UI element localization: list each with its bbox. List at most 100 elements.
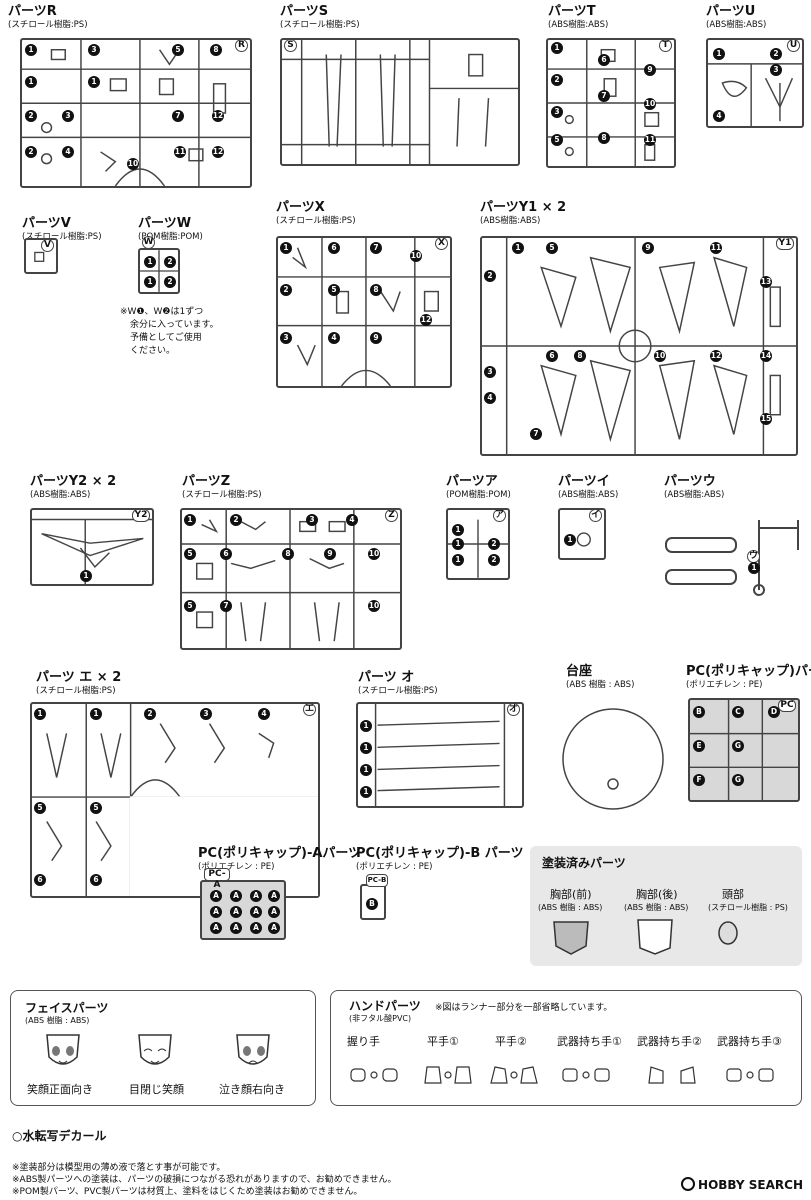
a-num: 1 — [452, 538, 464, 550]
a-num: 2 — [488, 538, 500, 550]
pca-letter: A — [250, 922, 262, 934]
pca-letter: A — [230, 906, 242, 918]
runner-pc-drawing — [690, 700, 798, 800]
r-num: 10 — [127, 158, 139, 170]
part-w-note-line: ください。 — [130, 346, 176, 356]
r-num: 8 — [210, 44, 222, 56]
painted-item-label: 胸部(後) — [636, 888, 678, 901]
part-e-title: パーツ エ × 2 — [36, 670, 122, 685]
runner-w-id: W — [142, 236, 155, 249]
pc-letter: E — [693, 740, 705, 752]
hand-icon — [424, 1066, 472, 1084]
r-num: 11 — [174, 146, 186, 158]
x-num: 7 — [370, 242, 382, 254]
part-a-section: パーツア (POM樹脂:POM) — [446, 474, 511, 501]
runner-r-drawing — [22, 40, 250, 186]
part-v-title: パーツV — [22, 216, 71, 231]
runner-s-id: S — [284, 39, 297, 52]
pcb-title: PC(ポリキャップ)-B パーツ — [356, 846, 524, 861]
part-y2-title: パーツY2 × 2 — [30, 474, 117, 489]
face-parts-box: フェイスパーツ (ABS 樹脂 : ABS) 笑顔正面向き 目閉じ笑顔 泣き顔右… — [10, 990, 316, 1106]
runner-e-id: エ — [303, 703, 316, 716]
t-num: 7 — [598, 90, 610, 102]
r-num: 3 — [62, 110, 74, 122]
part-s-title: パーツS — [280, 4, 329, 19]
hand-icon — [490, 1066, 538, 1084]
r-num: 12 — [212, 146, 224, 158]
pc-title: PC(ポリキャップ)パーツ — [686, 664, 811, 679]
painted-item-label: 胸部(前) — [550, 888, 592, 901]
pc-letter: G — [732, 740, 744, 752]
pca-section: PC(ポリキャップ)-Aパーツ (ポリエチレン : PE) — [198, 846, 361, 873]
r-num: 4 — [62, 146, 74, 158]
pc-letter: G — [732, 774, 744, 786]
runner-t: T 1 6 2 9 3 7 10 5 8 11 — [546, 38, 676, 168]
y1-num: 14 — [760, 350, 772, 362]
face-parts-material: (ABS 樹脂 : ABS) — [25, 1016, 90, 1025]
part-v-section: パーツV (スチロール樹脂:PS) — [22, 216, 102, 243]
t-num: 2 — [551, 74, 563, 86]
footnote: ※塗装部分は模型用の薄め液で落とす事が可能です。 — [12, 1163, 226, 1173]
face-label: 目閉じ笑顔 — [129, 1083, 184, 1096]
runner-u2-id: ウ — [747, 550, 760, 563]
part-r-section: パーツR (スチロール樹脂:PS) — [8, 4, 88, 31]
painted-item-label: 頭部 — [722, 888, 744, 901]
runner-y2: Y2 1 — [30, 508, 154, 586]
hobby-search-logo: HOBBY SEARCH — [681, 1177, 803, 1192]
part-x-title: パーツX — [276, 200, 325, 215]
r-num: 1 — [25, 44, 37, 56]
x-num: 2 — [280, 284, 292, 296]
pc-material: (ポリエチレン : PE) — [686, 680, 763, 690]
pca-letter: A — [230, 922, 242, 934]
part-z-material: (スチロール樹脂:PS) — [182, 490, 262, 500]
runner-y1: Y1 1 5 9 11 2 13 6 8 10 12 14 3 4 15 7 — [480, 236, 798, 456]
runner-w: W 1 2 1 2 — [138, 236, 180, 294]
chest-back-shape — [637, 919, 673, 955]
hand-parts-title: ハンドパーツ — [349, 999, 421, 1013]
e-num: 1 — [90, 708, 102, 720]
face-parts-title: フェイスパーツ — [25, 1001, 109, 1015]
runner-s-drawing — [282, 40, 518, 164]
z-num: 4 — [346, 514, 358, 526]
decal-label: ○水転写デカール — [12, 1129, 107, 1143]
pc-section: PC(ポリキャップ)パーツ (ポリエチレン : PE) — [686, 664, 811, 691]
e-num: 2 — [144, 708, 156, 720]
y1-num: 4 — [484, 392, 496, 404]
part-w-note-line: 予備としてご使用 — [130, 333, 202, 343]
y1-num: 9 — [642, 242, 654, 254]
part-o-section: パーツ オ (スチロール樹脂:PS) — [358, 670, 438, 697]
y1-num: 7 — [530, 428, 542, 440]
t-num: 3 — [551, 106, 563, 118]
z-num: 10 — [368, 600, 380, 612]
part-y1-section: パーツY1 × 2 (ABS樹脂:ABS) — [480, 200, 566, 227]
part-w-material: (POM樹脂:POM) — [138, 232, 203, 242]
z-num: 3 — [306, 514, 318, 526]
part-w-note-line: ※W❶、W❷は1ずつ — [120, 307, 204, 317]
x-num: 6 — [328, 242, 340, 254]
hand-label: 武器持ち手① — [557, 1035, 622, 1048]
runner-x-id: X — [435, 237, 448, 250]
hand-label: 平手② — [495, 1035, 527, 1048]
u2-num: 1 — [748, 562, 760, 574]
y1-num: 11 — [710, 242, 722, 254]
footnote: ※ABS製パーツへの塗装は、パーツの破損につながる恐れがありますので、お勧めでき… — [12, 1175, 397, 1185]
y1-num: 6 — [546, 350, 558, 362]
runner-t-id: T — [659, 39, 672, 52]
runner-v-drawing — [34, 251, 45, 262]
w-num: 2 — [164, 256, 176, 268]
a-num: 1 — [452, 554, 464, 566]
o-num: 1 — [360, 764, 372, 776]
base-section: 台座 (ABS 樹脂 : ABS) — [566, 664, 634, 691]
part-e-section: パーツ エ × 2 (スチロール樹脂:PS) — [36, 670, 121, 697]
y1-num: 13 — [760, 276, 772, 288]
runner-y2-id: Y2 — [132, 509, 150, 522]
part-e-material: (スチロール樹脂:PS) — [36, 686, 116, 696]
pca-letter: A — [250, 890, 262, 902]
x-num: 12 — [420, 314, 432, 326]
hand-label: 武器持ち手② — [637, 1035, 702, 1048]
pca-material: (ポリエチレン : PE) — [198, 862, 275, 872]
part-y1-title: パーツY1 × 2 — [480, 200, 567, 215]
a-num: 2 — [488, 554, 500, 566]
pca-letter: A — [210, 906, 222, 918]
e-num: 5 — [90, 802, 102, 814]
